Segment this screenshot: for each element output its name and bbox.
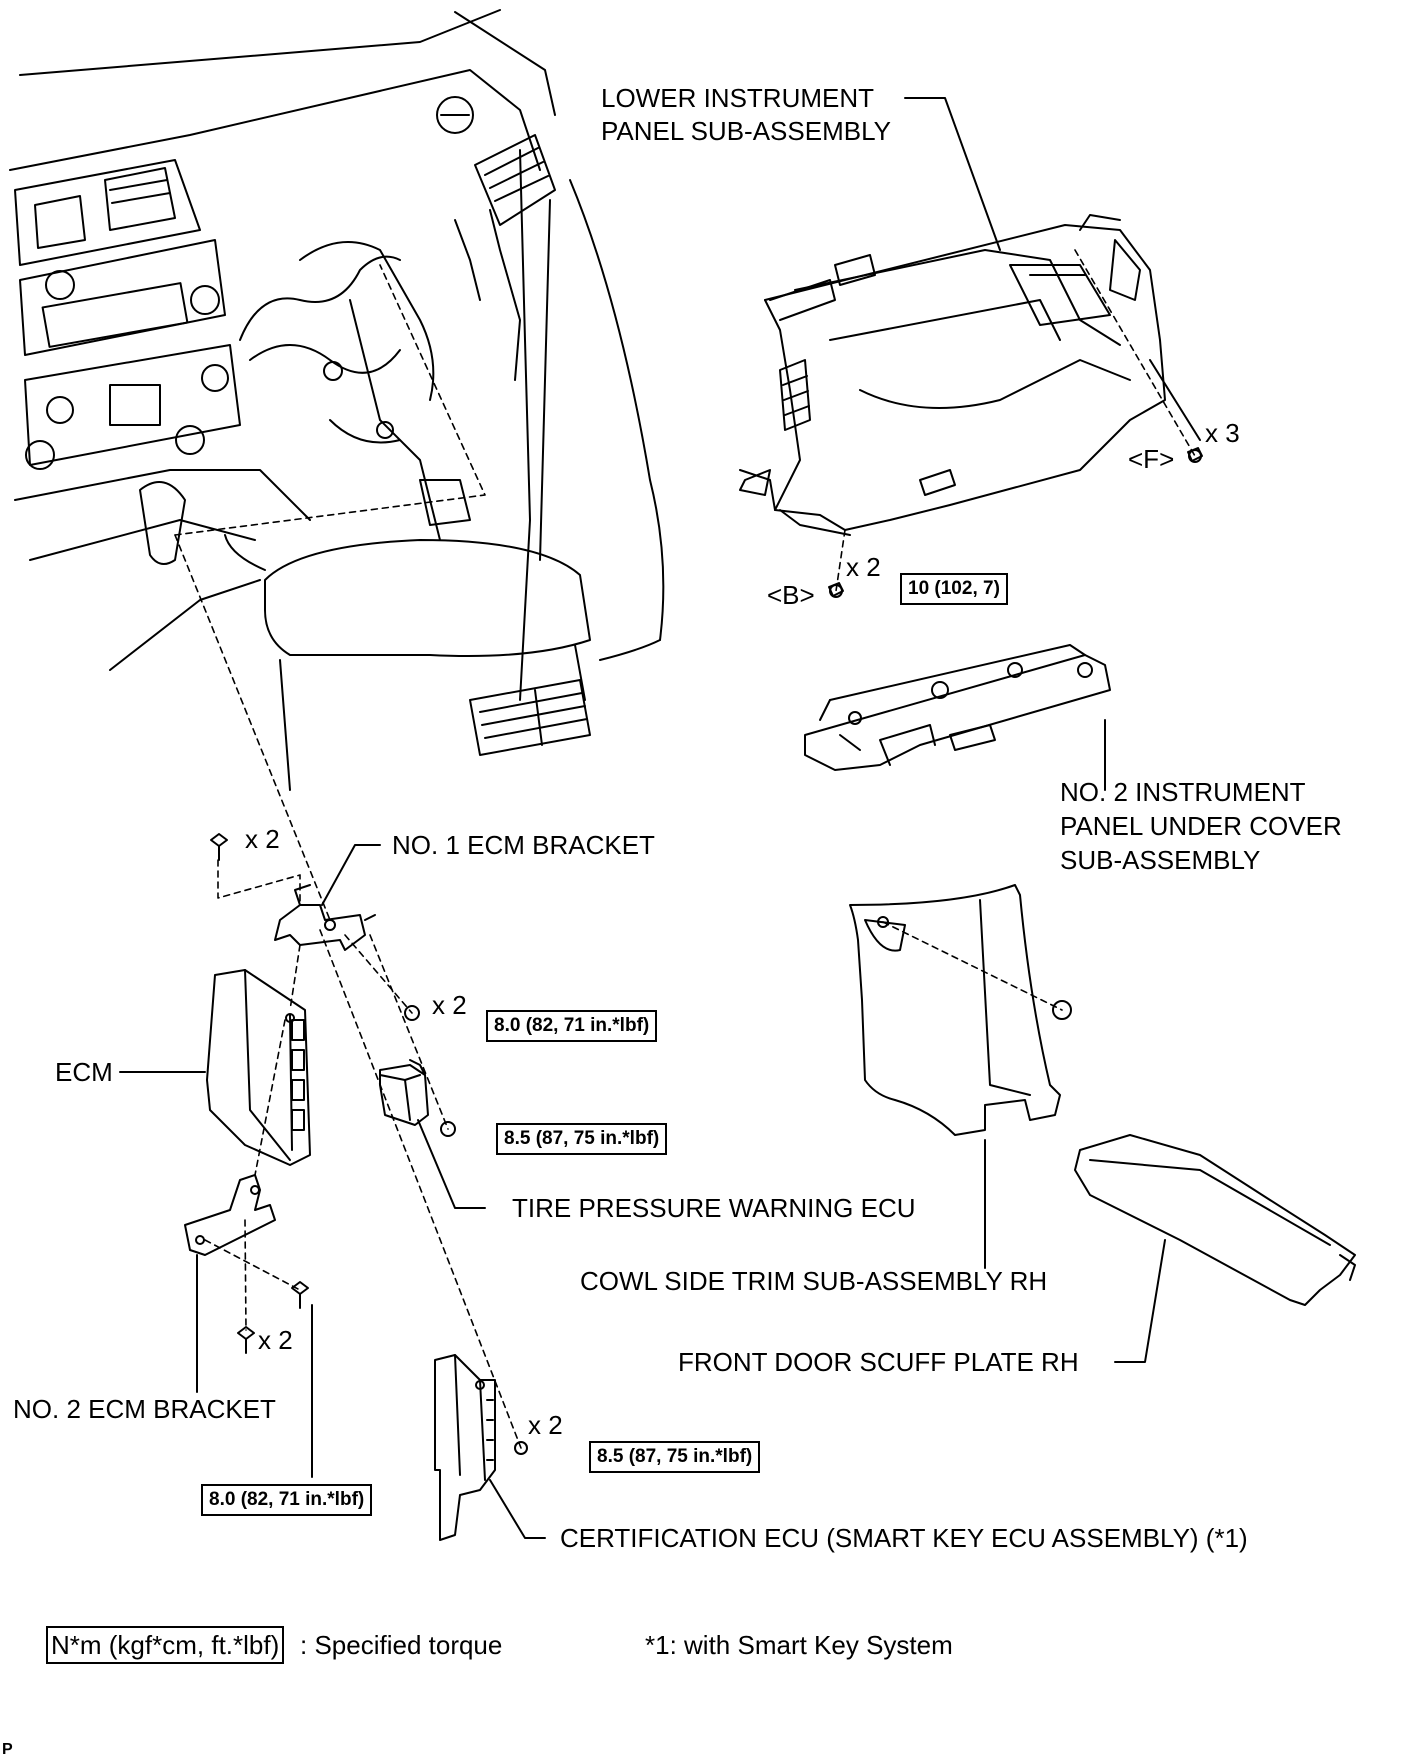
legend-footnote: *1: with Smart Key System [645,1630,953,1660]
no1-ecm-bracket-illustration [274,884,376,951]
torque-cert-ecu: 8.5 (87, 75 in.*lbf) [589,1441,761,1473]
ecm-illustration [206,969,311,1166]
fastener-ref-f: <F> [1128,444,1175,474]
torque-bracket-nut: 8.0 (82, 71 in.*lbf) [486,1010,658,1042]
label-front-door-scuff-plate: FRONT DOOR SCUFF PLATE RH [678,1347,1079,1377]
count-lower-panel-bolt-f: x 3 [1205,418,1240,448]
label-tire-pressure-warning-ecu: TIRE PRESSURE WARNING ECU [512,1193,916,1223]
certification-ecu-illustration [434,1354,496,1541]
tire-pressure-ecu-illustration [379,1059,429,1126]
label-certification-ecu: CERTIFICATION ECU (SMART KEY ECU ASSEMBL… [560,1523,1248,1553]
lower-instrument-panel-illustration [739,214,1166,536]
label-lower-instrument-panel-1: LOWER INSTRUMENT [601,83,874,113]
fastener-ref-b: <B> [767,580,815,610]
label-ecm: ECM [55,1057,113,1087]
under-cover-illustration [804,644,1111,771]
label-no2-ecm-bracket: NO. 2 ECM BRACKET [13,1394,276,1424]
torque-tire-ecu: 8.5 (87, 75 in.*lbf) [496,1123,668,1155]
no2-ecm-bracket-illustration [184,1174,276,1256]
label-cowl-side-trim: COWL SIDE TRIM SUB-ASSEMBLY RH [580,1266,1048,1296]
label-under-cover-3: SUB-ASSEMBLY [1060,845,1261,875]
count-lower-panel-bolt-b: x 2 [846,552,881,582]
torque-no2-bracket: 8.0 (82, 71 in.*lbf) [201,1484,373,1516]
count-cert-ecu-nut: x 2 [528,1410,563,1440]
count-bracket-nut: x 2 [432,990,467,1020]
legend-torque-desc: : Specified torque [300,1630,503,1660]
dashboard-interior-illustration [9,9,665,791]
label-under-cover-1: NO. 2 INSTRUMENT [1060,777,1306,807]
cowl-side-trim-illustration [849,884,1061,1136]
count-bracket-bolt: x 2 [245,824,280,854]
label-no1-ecm-bracket: NO. 1 ECM BRACKET [392,830,655,860]
legend-torque-unit-box: N*m (kgf*cm, ft.*lbf) [46,1626,285,1664]
label-under-cover-2: PANEL UNDER COVER [1060,811,1342,841]
fastener-symbols [210,447,1203,1455]
torque-lower-panel: 10 (102, 7) [900,573,1008,605]
count-no2-bracket-bolt: x 2 [258,1325,293,1355]
leader-lines [119,97,1201,1539]
label-lower-instrument-panel-2: PANEL SUB-ASSEMBLY [601,116,891,146]
scuff-plate-illustration [1074,1134,1356,1306]
dashed-mount-lines [174,249,1196,1449]
corner-mark: P [2,1741,13,1758]
